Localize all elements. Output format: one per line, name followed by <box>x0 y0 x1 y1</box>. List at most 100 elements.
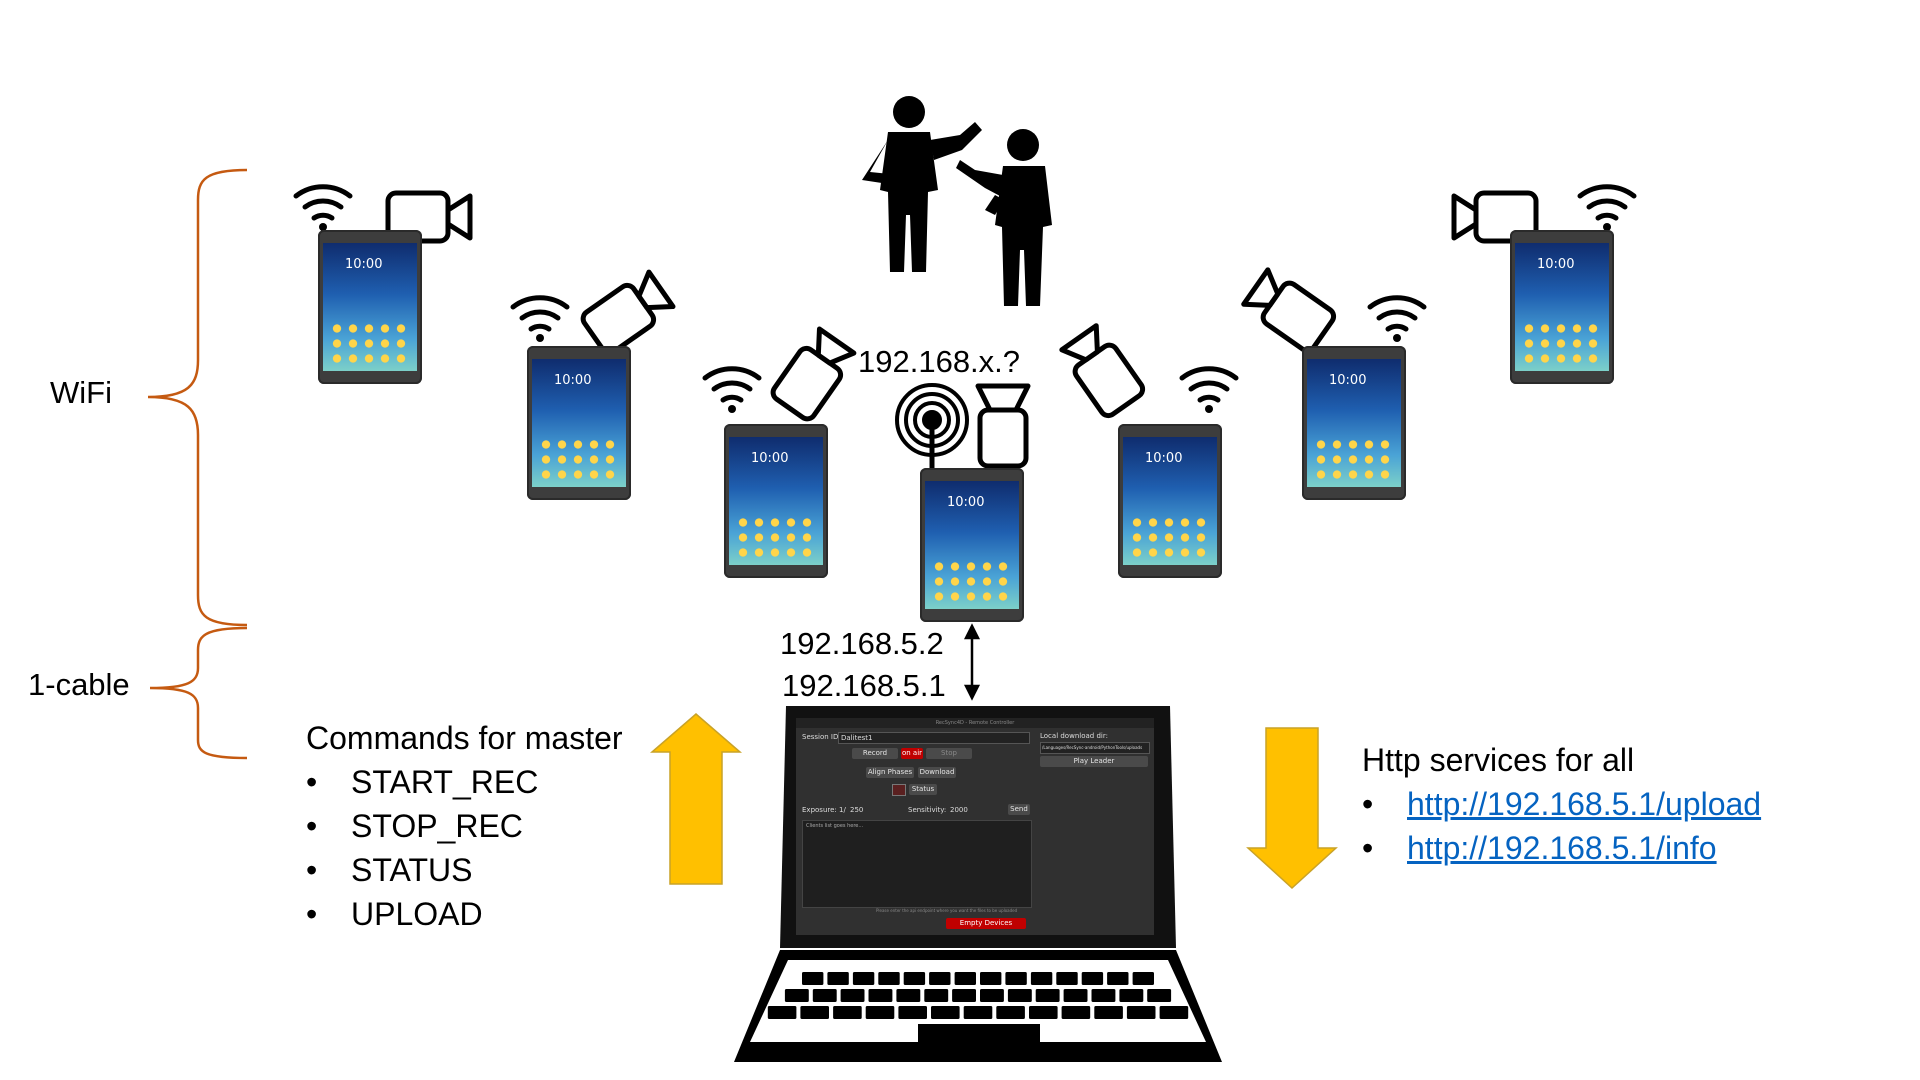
video-camera-icon-master <box>975 383 1031 469</box>
broadcast-antenna-icon <box>895 383 969 468</box>
upload-link[interactable]: http://192.168.5.1/upload <box>1407 786 1762 822</box>
tablet-6: 10:00 <box>1510 230 1614 384</box>
stop-button[interactable]: Stop <box>926 748 972 759</box>
keyboard-key <box>898 1006 927 1019</box>
tablet-master: 10:00 <box>920 468 1024 622</box>
keyboard-key <box>840 989 865 1002</box>
keyboard-key <box>802 972 824 985</box>
keyboard-key <box>827 972 849 985</box>
keyboard-key <box>1107 972 1129 985</box>
tablet-1: 10:00 <box>318 230 422 384</box>
video-camera-icon-3 <box>770 326 857 422</box>
http-item: http://192.168.5.1/upload <box>1362 782 1761 826</box>
tablet-clock: 10:00 <box>554 373 592 388</box>
download-dir-input[interactable]: /Languages/RecSync-android/PythonTools/u… <box>1040 742 1150 754</box>
master-ip-query: 192.168.x.? <box>858 344 1021 379</box>
keyboard-key <box>767 1006 797 1019</box>
keyboard-key <box>812 989 837 1002</box>
download-dir-value: /Languages/RecSync-android/PythonTools/u… <box>1042 745 1143 750</box>
master-device-ip: 192.168.5.2 <box>780 626 944 661</box>
keyboard-key <box>1030 972 1053 985</box>
wifi-label: WiFi <box>50 375 112 410</box>
http-item: http://192.168.5.1/info <box>1362 826 1761 870</box>
tablet-clock: 10:00 <box>1145 451 1183 466</box>
keyboard-key <box>1035 989 1060 1002</box>
keyboard-key <box>952 989 976 1002</box>
keyboard-key <box>1061 1006 1091 1019</box>
keyboard-key <box>963 1006 993 1019</box>
wifi-icon-6 <box>1577 184 1637 231</box>
cable-double-arrow <box>963 623 981 701</box>
command-item: UPLOAD <box>306 892 623 936</box>
keyboard-key <box>980 972 1002 985</box>
keyboard-key <box>1147 989 1172 1002</box>
keyboard-key <box>868 989 893 1002</box>
wifi-icon-5 <box>1367 295 1427 342</box>
keyboard-key <box>784 989 809 1002</box>
window-title: RecSync4D - Remote Controller <box>796 718 1154 728</box>
clients-log: Clients list goes here... <box>802 820 1032 908</box>
keyboard-key <box>1119 989 1144 1002</box>
empty-devices-button[interactable]: Empty Devices <box>946 918 1026 929</box>
wifi-icon-1 <box>293 184 353 231</box>
info-link[interactable]: http://192.168.5.1/info <box>1407 830 1717 866</box>
keyboard-key <box>878 972 900 985</box>
keyboard-key <box>1056 972 1078 985</box>
tablet-3: 10:00 <box>724 424 828 578</box>
video-camera-icon-2 <box>580 269 676 356</box>
download-dir-label: Local download dir: <box>1040 732 1108 740</box>
session-value: Dalitest1 <box>841 734 873 742</box>
send-button[interactable]: Send <box>1008 804 1030 815</box>
download-button[interactable]: Download <box>918 767 956 778</box>
command-item: START_REC <box>306 760 623 804</box>
keyboard-key <box>800 1006 829 1019</box>
endpoint-hint: Please enter the api endpoint where you … <box>876 908 1018 913</box>
video-camera-icon-4 <box>1059 323 1146 419</box>
commands-up-arrow <box>649 713 743 885</box>
status-button[interactable]: Status <box>909 784 937 795</box>
tablet-clock: 10:00 <box>345 257 383 272</box>
session-input[interactable]: Dalitest1 <box>838 732 1030 744</box>
cable-label: 1-cable <box>28 667 130 702</box>
keyboard-key <box>1063 989 1088 1002</box>
keyboard-key <box>929 972 951 985</box>
tablet-4: 10:00 <box>1118 424 1222 578</box>
wifi-icon-4 <box>1179 366 1239 413</box>
wifi-icon-3 <box>702 366 762 413</box>
video-camera-icon-5 <box>1241 267 1337 354</box>
status-indicator <box>892 784 906 796</box>
session-label: Session ID: <box>802 733 841 741</box>
http-down-arrow <box>1246 727 1338 890</box>
command-item: STOP_REC <box>306 804 623 848</box>
http-title: Http services for all <box>1362 742 1635 778</box>
keyboard-key <box>1007 989 1032 1002</box>
tablet-clock: 10:00 <box>1537 257 1575 272</box>
record-button[interactable]: Record <box>852 748 898 759</box>
laptop-ip: 192.168.5.1 <box>782 668 946 703</box>
commands-list: START_REC STOP_REC STATUS UPLOAD <box>306 760 623 936</box>
sensitivity-value[interactable]: 2000 <box>950 806 968 814</box>
keyboard-key <box>924 989 949 1002</box>
keyboard-key <box>1132 972 1154 985</box>
keyboard-key <box>865 1006 895 1019</box>
http-panel: Http services for all http://192.168.5.1… <box>1362 738 1761 870</box>
cable-brace <box>149 626 248 760</box>
tablet-5: 10:00 <box>1302 346 1406 500</box>
video-camera-icon-1 <box>385 190 473 244</box>
commands-title: Commands for master <box>306 720 623 756</box>
keyboard-key <box>1005 972 1027 985</box>
tablet-clock: 10:00 <box>947 495 985 510</box>
on-air-indicator: on air <box>901 748 923 759</box>
keyboard-key <box>1094 1006 1123 1019</box>
exposure-value[interactable]: 250 <box>850 806 864 814</box>
http-list: http://192.168.5.1/upload http://192.168… <box>1362 782 1761 870</box>
keyboard-key <box>1081 972 1104 985</box>
align-phases-button[interactable]: Align Phases <box>866 767 914 778</box>
tablet-2: 10:00 <box>527 346 631 500</box>
tablet-clock: 10:00 <box>1329 373 1367 388</box>
keyboard-key <box>980 989 1004 1002</box>
play-leader-button[interactable]: Play Leader <box>1040 756 1148 767</box>
keyboard-key <box>931 1006 960 1019</box>
command-item: STATUS <box>306 848 623 892</box>
wifi-icon-2 <box>510 295 570 342</box>
